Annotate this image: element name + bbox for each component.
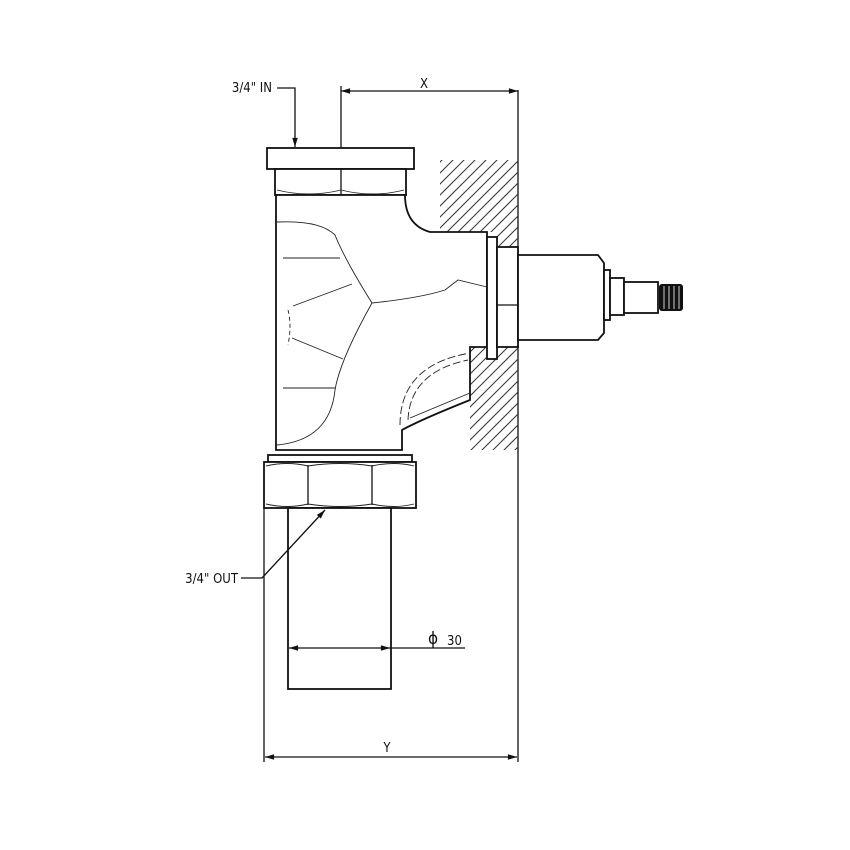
dimension-y-label: Y: [382, 741, 391, 756]
hatch-line: [470, 402, 518, 450]
hatch-line: [470, 347, 518, 450]
dimension-x-label: X: [420, 77, 428, 92]
outlet-washer: [267, 454, 413, 463]
outlet-hex-nut: [263, 461, 417, 509]
outlet-callout: 3/4" OUT: [185, 509, 326, 587]
hatch-line: [440, 160, 518, 172]
hatch-line: [470, 347, 518, 425]
valve-body: [275, 194, 488, 451]
hatch-line: [470, 446, 518, 450]
hatch-line: [440, 160, 518, 161]
hatch-line: [440, 160, 518, 247]
hatch-line: [440, 160, 518, 227]
dimension-y: Y: [263, 508, 517, 762]
hatch-line: [470, 380, 518, 450]
diameter-symbol: ϕ: [428, 629, 438, 649]
hatch-line: [440, 160, 518, 247]
hatch-line: [470, 435, 518, 450]
hatch-line: [470, 347, 518, 450]
hatch-line: [440, 160, 518, 247]
knurled-spindle-icon: [659, 284, 683, 311]
hatch-line: [440, 160, 518, 247]
valve-stem: [517, 254, 683, 341]
inlet-hex-nut: [274, 168, 407, 196]
inlet-cap: [266, 147, 415, 170]
hatch-line: [470, 347, 518, 436]
diameter-value: 30: [447, 634, 462, 649]
hatch-line: [470, 413, 518, 450]
wall-flange: [486, 236, 519, 360]
hatch-line: [470, 347, 518, 447]
hatch-line: [470, 347, 518, 414]
dimension-x: X: [340, 77, 518, 148]
hatch-line: [470, 424, 518, 450]
hatch-line: [440, 160, 518, 205]
inlet-label: 3/4" IN: [232, 81, 272, 96]
wall-hatching-lower: [470, 347, 518, 450]
hatch-line: [470, 369, 518, 450]
outlet-label: 3/4" OUT: [185, 572, 239, 587]
hatch-line: [440, 160, 518, 238]
inlet-callout: 3/4" IN: [232, 81, 298, 147]
dimension-diameter: ϕ 30: [288, 629, 465, 651]
outlet-pipe: [287, 507, 392, 690]
hatch-line: [440, 160, 518, 183]
hatch-line: [470, 358, 518, 450]
hatch-line: [440, 160, 518, 216]
